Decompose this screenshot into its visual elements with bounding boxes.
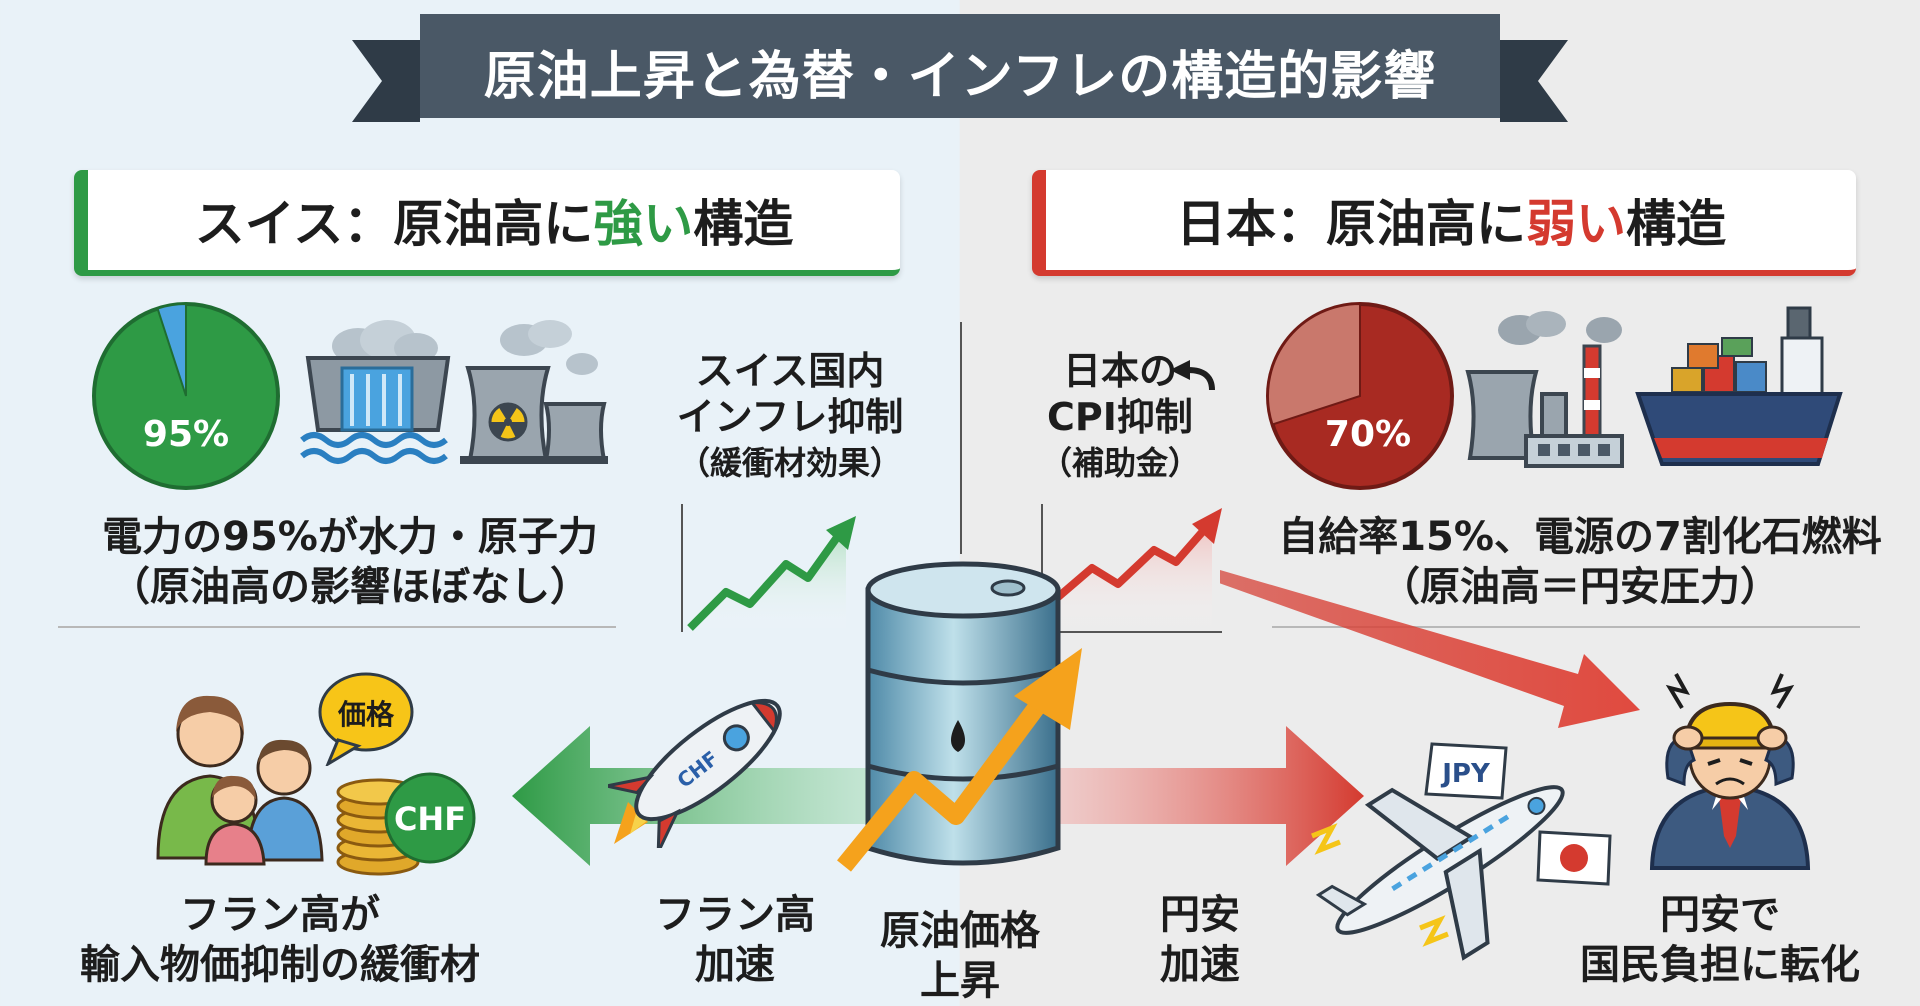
swiss-header: スイス：原油高に強い構造: [74, 170, 900, 276]
hydro-dam-icon: [300, 320, 451, 464]
jpy-sign-label: JPY: [1440, 759, 1491, 789]
japan-cpi-text: 日本の CPI抑制 （補助金）: [1000, 348, 1240, 486]
curved-arrow-icon: [1170, 360, 1215, 391]
japan-pie-chart: 70%: [1266, 302, 1454, 490]
rocket-icon: CHF: [608, 698, 782, 848]
nuclear-plant-icon: [460, 320, 608, 464]
japan-header-prefix: 日本：原油高に: [1176, 195, 1526, 253]
swiss-arrow-label: フラン高 加速: [610, 890, 860, 990]
japan-result: 円安で 国民負担に転化: [1540, 890, 1900, 990]
jpy-sign: JPY: [1424, 742, 1508, 800]
japan-trend-chart: [1041, 504, 1222, 633]
center-divider: [960, 322, 962, 554]
family-icon: [156, 695, 324, 866]
japan-fact-line2: （原油高＝円安圧力）: [1380, 564, 1780, 610]
japan-fact: 自給率15%、電源の7割化石燃料 （原油高＝円安圧力）: [1270, 512, 1890, 612]
swiss-cpi-line3: （緩衝材効果）: [677, 444, 902, 482]
red-right-arrow: [1046, 726, 1364, 866]
swiss-divider: [58, 626, 616, 628]
japan-cpi-line3: （補助金）: [1039, 444, 1200, 482]
chf-coin-label: CHF: [394, 800, 466, 838]
swiss-cpi-line1: スイス国内: [695, 349, 885, 393]
japan-header-suffix: 構造: [1626, 195, 1726, 253]
swiss-arrow-line2: 加速: [695, 942, 775, 988]
japan-pie-small-slice: [1267, 302, 1361, 426]
chf-coins-icon: CHF: [336, 772, 476, 876]
swiss-header-prefix: スイス：原油高に: [194, 195, 594, 253]
swiss-fact-line1: 電力の95%が水力・原子力: [102, 514, 598, 560]
price-bubble-label: 価格: [337, 698, 395, 731]
center-label: 原油価格 上昇: [850, 906, 1070, 1006]
oil-barrel-icon: [865, 561, 1061, 866]
swiss-result: フラン高が 輸入物価抑制の緩衝材: [40, 890, 520, 990]
japan-arrow-line2: 加速: [1160, 942, 1240, 988]
center-line2: 上昇: [920, 958, 1000, 1004]
japan-header: 日本：原油高に弱い構造: [1032, 170, 1856, 276]
swiss-pie-label: 95%: [143, 414, 229, 455]
swiss-fact: 電力の95%が水力・原子力 （原油高の影響ほぼなし）: [40, 512, 660, 612]
swiss-cpi-text: スイス国内 インフレ抑制 （緩衝材効果）: [640, 348, 940, 486]
swiss-header-emphasis: 強い: [593, 195, 694, 253]
japan-cpi-line2: CPI抑制: [1047, 395, 1193, 439]
swiss-cpi-line2: インフレ抑制: [676, 395, 904, 439]
cargo-ship-icon: [1635, 306, 1843, 466]
swiss-arrow-line1: フラン高: [655, 892, 815, 938]
swiss-pie-small-slice: [156, 302, 187, 397]
swiss-result-line2: 輸入物価抑制の緩衝材: [80, 942, 480, 988]
japan-result-line1: 円安で: [1660, 892, 1780, 938]
orange-rising-arrow: [837, 648, 1082, 872]
japan-fact-line1: 自給率15%、電源の7割化石燃料: [1278, 514, 1882, 560]
japan-flag-icon: [1536, 830, 1612, 886]
swiss-trend-chart: [681, 504, 856, 632]
page-title: 原油上昇と為替・インフレの構造的影響: [483, 46, 1437, 107]
swiss-result-line1: フラン高が: [180, 892, 380, 938]
title-banner: 原油上昇と為替・インフレの構造的影響: [0, 0, 1920, 150]
swiss-fact-line2: （原油高の影響ほぼなし）: [110, 564, 590, 610]
japan-divider: [1272, 626, 1860, 628]
banner-ribbon: [352, 14, 1568, 122]
japan-header-emphasis: 弱い: [1526, 195, 1626, 253]
red-diagonal-arrow: [1220, 570, 1640, 728]
stressed-worker-icon: [1649, 673, 1811, 870]
japan-pie-label: 70%: [1325, 414, 1411, 455]
japan-result-line2: 国民負担に転化: [1580, 942, 1860, 988]
japan-arrow-line1: 円安: [1160, 892, 1240, 938]
swiss-pie-chart: 95%: [92, 302, 280, 490]
factory-icon: [1465, 311, 1624, 468]
airplane-icon: [1311, 785, 1565, 961]
price-speech-bubble: 価格: [318, 672, 414, 766]
swiss-header-suffix: 構造: [693, 195, 794, 253]
japan-cpi-line1: 日本の: [1062, 349, 1177, 393]
japan-arrow-label: 円安 加速: [1110, 890, 1290, 990]
center-line1: 原油価格: [880, 908, 1040, 954]
